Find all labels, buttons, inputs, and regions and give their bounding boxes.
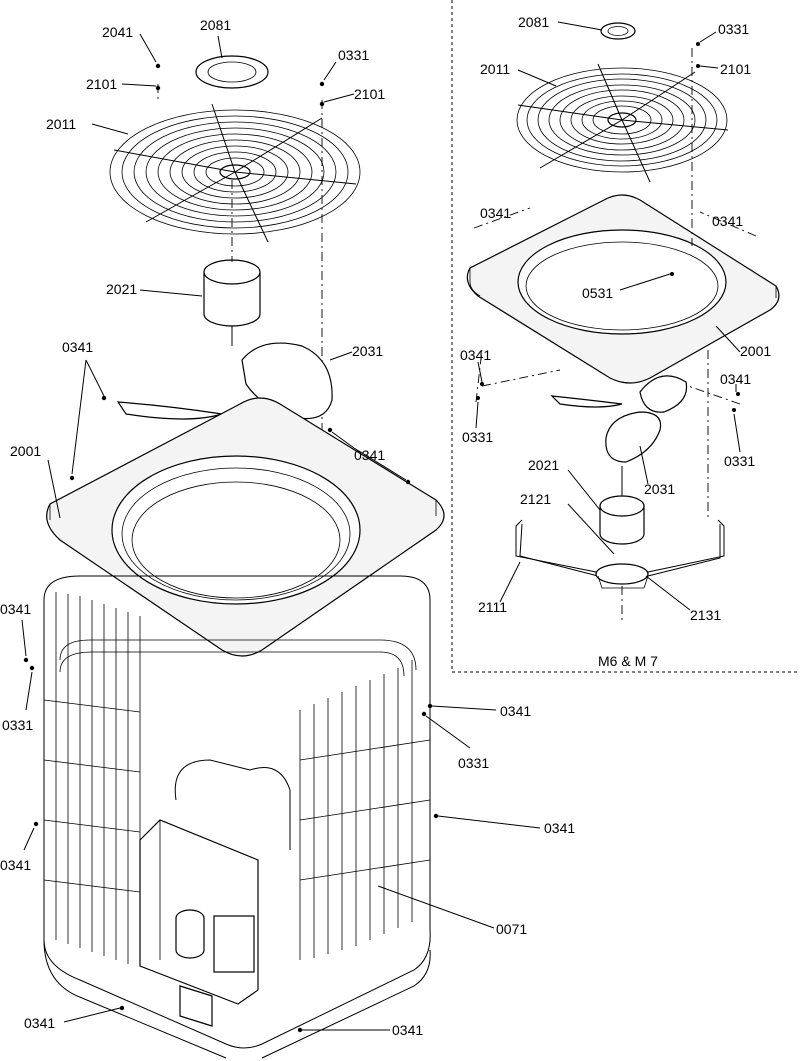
part-labels: 2041 2081 0331 2101 2101 2011 2021 0341 … <box>0 14 771 1038</box>
inset-label-2001: 2001 <box>740 343 771 359</box>
label-0341: 0341 <box>544 820 575 836</box>
inset-label-0331: 0331 <box>718 21 749 37</box>
inset-caption: M6 & M 7 <box>598 653 658 669</box>
inset-label-2081: 2081 <box>518 14 549 30</box>
inset-fan-cap <box>600 22 636 40</box>
inset-label-2101: 2101 <box>720 61 751 77</box>
label-2011: 2011 <box>46 116 76 132</box>
top-panel <box>46 397 445 657</box>
inset-label-2021: 2021 <box>528 457 559 473</box>
inset-label-2131: 2131 <box>690 607 721 623</box>
label-2081: 2081 <box>200 17 231 33</box>
inset-fan-motor <box>599 466 645 545</box>
inset-fan-guard <box>516 63 729 183</box>
inset-label-0531: 0531 <box>582 285 613 301</box>
label-2021: 2021 <box>106 281 137 297</box>
label-0341: 0341 <box>0 857 31 873</box>
control-box <box>139 759 291 1027</box>
label-0331: 0331 <box>338 47 369 63</box>
inset-label-2111: 2111 <box>478 599 507 615</box>
inset-label-0341: 0341 <box>712 213 743 229</box>
inset-label-0341: 0341 <box>460 347 491 363</box>
label-2041: 2041 <box>102 24 133 40</box>
inset-label-0331: 0331 <box>724 453 755 469</box>
label-2031: 2031 <box>352 343 383 359</box>
inset-label-0331: 0331 <box>462 429 493 445</box>
inset-label-2031: 2031 <box>644 481 675 497</box>
condenser-coil <box>43 575 431 1059</box>
label-0341: 0341 <box>354 447 385 463</box>
fan-guard <box>109 103 361 243</box>
inset-panel <box>451 0 800 673</box>
inset-label-0341: 0341 <box>720 371 751 387</box>
label-0341: 0341 <box>62 339 93 355</box>
inset-label-0341: 0341 <box>480 205 511 221</box>
fan-cap <box>195 55 269 89</box>
fan-motor <box>203 259 261 346</box>
label-2101: 2101 <box>86 76 117 92</box>
leader-lines <box>21 21 741 1031</box>
main-assembly <box>23 55 445 1059</box>
label-0341: 0341 <box>392 1022 423 1038</box>
inset-motor-bracket <box>515 519 725 624</box>
inset-fan-blade <box>550 375 688 463</box>
label-2101: 2101 <box>354 86 385 102</box>
inset-label-2121: 2121 <box>520 491 551 507</box>
label-0341: 0341 <box>500 703 531 719</box>
label-0331: 0331 <box>2 717 33 733</box>
inset-label-2011: 2011 <box>480 61 510 77</box>
label-0341: 0341 <box>24 1015 55 1031</box>
label-0341: 0341 <box>0 601 31 617</box>
label-0071: 0071 <box>496 921 527 937</box>
label-0331: 0331 <box>458 755 489 771</box>
label-2001: 2001 <box>10 443 41 459</box>
